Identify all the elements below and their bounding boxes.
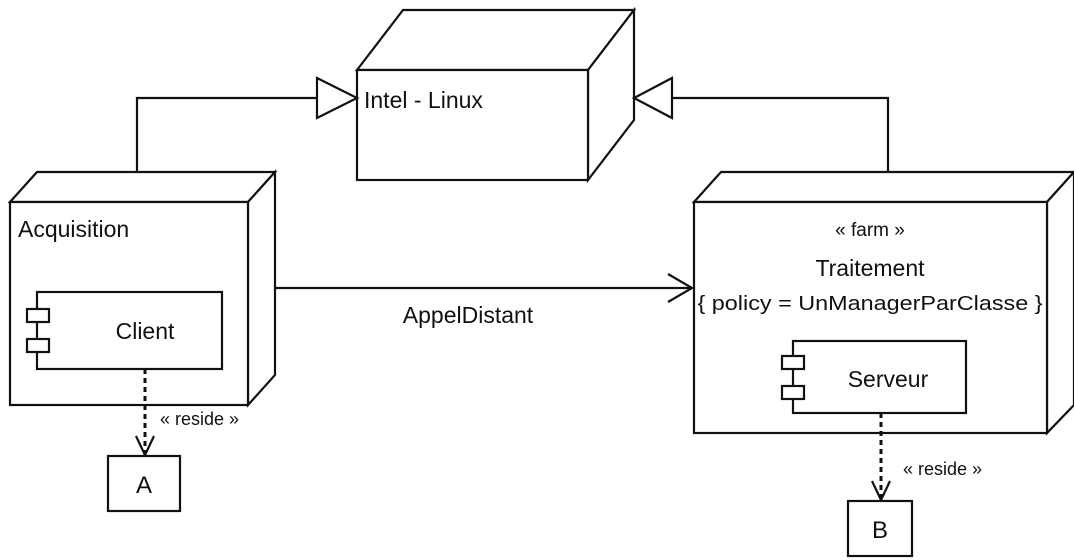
node-intel-front-face (355, 68, 590, 182)
dependency-reside-right-label: « reside » (903, 459, 982, 479)
component-client-box (35, 290, 224, 371)
component-client[interactable]: Client (25, 290, 224, 371)
component-icon-port-top (25, 307, 51, 324)
generalization-traitement-line (672, 96, 890, 172)
component-client-label: Client (116, 318, 175, 344)
artifact-a[interactable]: A (106, 454, 182, 513)
node-intel-label: Intel - Linux (364, 87, 483, 113)
component-serveur-label: Serveur (848, 366, 929, 392)
component-icon-port-bottom (780, 384, 806, 401)
generalization-acquisition-to-intel (135, 76, 360, 172)
component-serveur[interactable]: Serveur (780, 339, 968, 415)
generalization-acquisition-arrowhead (315, 76, 360, 120)
artifact-b-box (846, 499, 914, 558)
dependency-reside-left-label: « reside » (160, 409, 239, 429)
artifact-a-box (106, 454, 182, 513)
node-traitement-stereotype: « farm » (835, 220, 905, 241)
node-traitement-constraint: { policy = UnManagerParClasse } (698, 293, 1043, 315)
component-icon-port-bottom (25, 337, 51, 354)
node-intel-linux[interactable]: Intel - Linux (354, 6, 637, 184)
component-serveur-box (791, 339, 968, 415)
generalization-acquisition-line (135, 96, 317, 172)
node-acquisition-top-face (7, 170, 278, 204)
generalization-traitement-to-intel (631, 76, 890, 172)
association-appel-distant (275, 273, 695, 303)
node-acquisition-label: Acquisition (18, 216, 129, 242)
node-traitement[interactable]: « farm » Traitement { policy = UnManager… (691, 170, 1074, 436)
generalization-traitement-arrowhead (631, 76, 674, 120)
node-traitement-side-face (1045, 170, 1074, 436)
artifact-b[interactable]: B (846, 499, 914, 558)
association-appel-label: AppelDistant (403, 302, 534, 328)
artifact-a-label: A (136, 472, 152, 499)
node-traitement-label: Traitement (815, 255, 925, 281)
node-acquisition-side-face (246, 169, 277, 408)
artifact-b-label: B (872, 517, 888, 544)
node-intel-top-face (354, 8, 637, 72)
component-icon-port-top (780, 354, 806, 371)
association-appel-arrowhead (667, 273, 695, 303)
node-traitement-top-face (691, 170, 1074, 204)
